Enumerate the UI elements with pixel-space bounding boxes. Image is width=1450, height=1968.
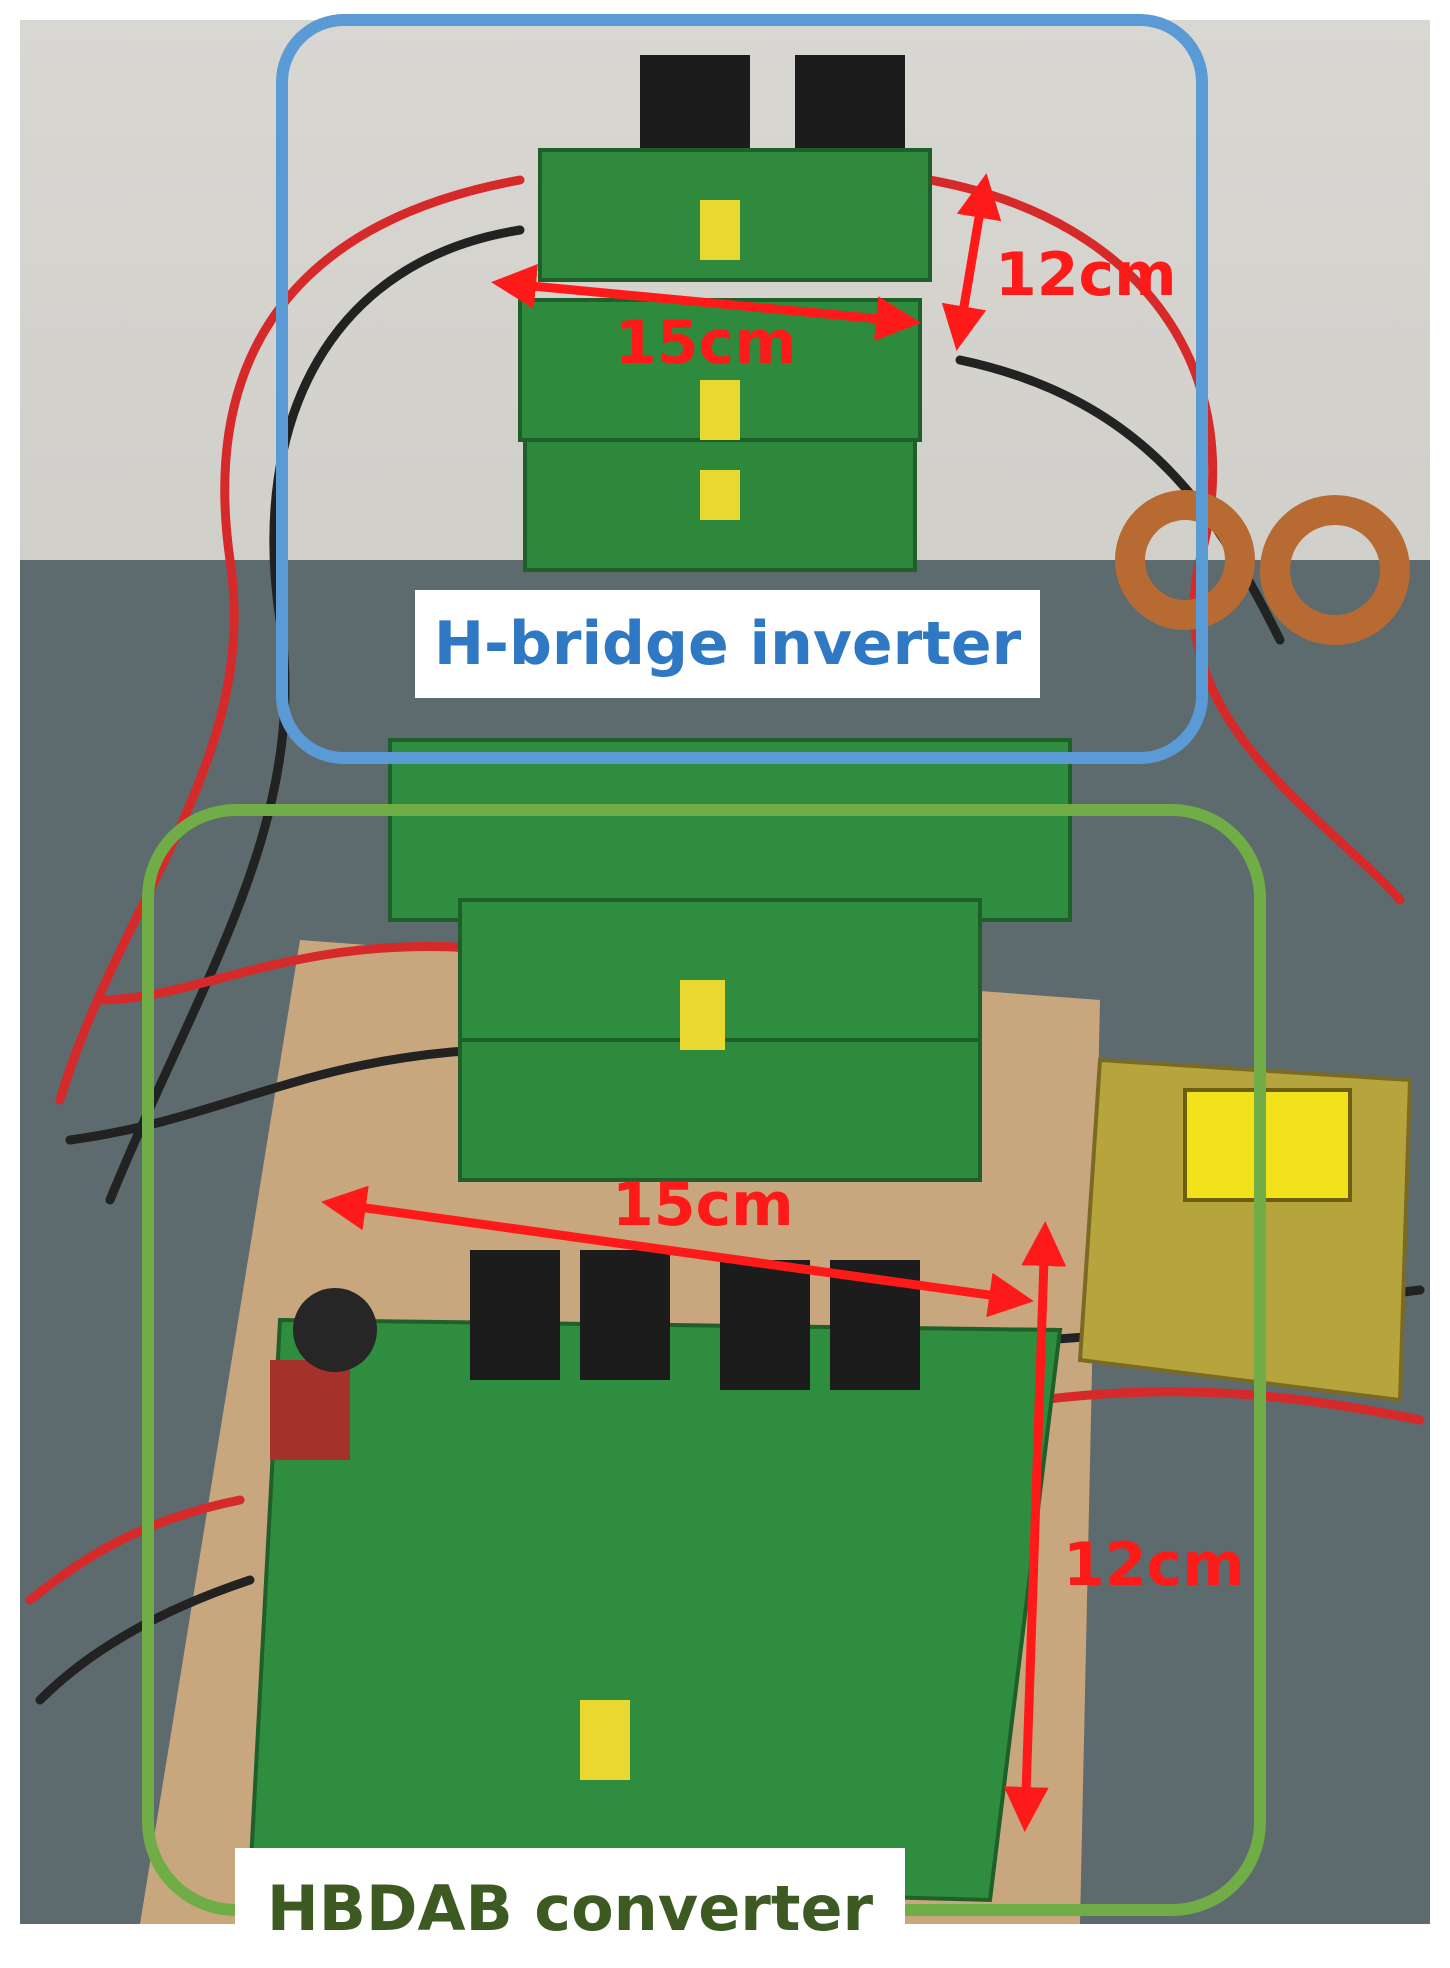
inverter-label: H-bridge inverter: [415, 590, 1040, 698]
dimension-bottom-height: 12cm: [1063, 1530, 1245, 1600]
toroid-inductors: [1115, 490, 1410, 645]
arrow-bottom-width: [321, 1185, 1034, 1318]
arrow-bottom-height: [1003, 1221, 1067, 1832]
hbdab-label: HBDAB converter: [235, 1848, 905, 1968]
dimension-arrows: [321, 173, 1067, 1832]
dimension-top-width: 15cm: [615, 308, 797, 378]
arrow-top-width: [491, 263, 921, 342]
inverter-frame: [276, 14, 1208, 764]
transformer-board: [1077, 1057, 1413, 1403]
hbdab-board-stack: [247, 738, 1072, 1903]
dimension-bottom-width: 15cm: [612, 1170, 794, 1240]
arrow-top-height: [941, 173, 1002, 351]
dimension-top-height: 12cm: [995, 240, 1177, 310]
